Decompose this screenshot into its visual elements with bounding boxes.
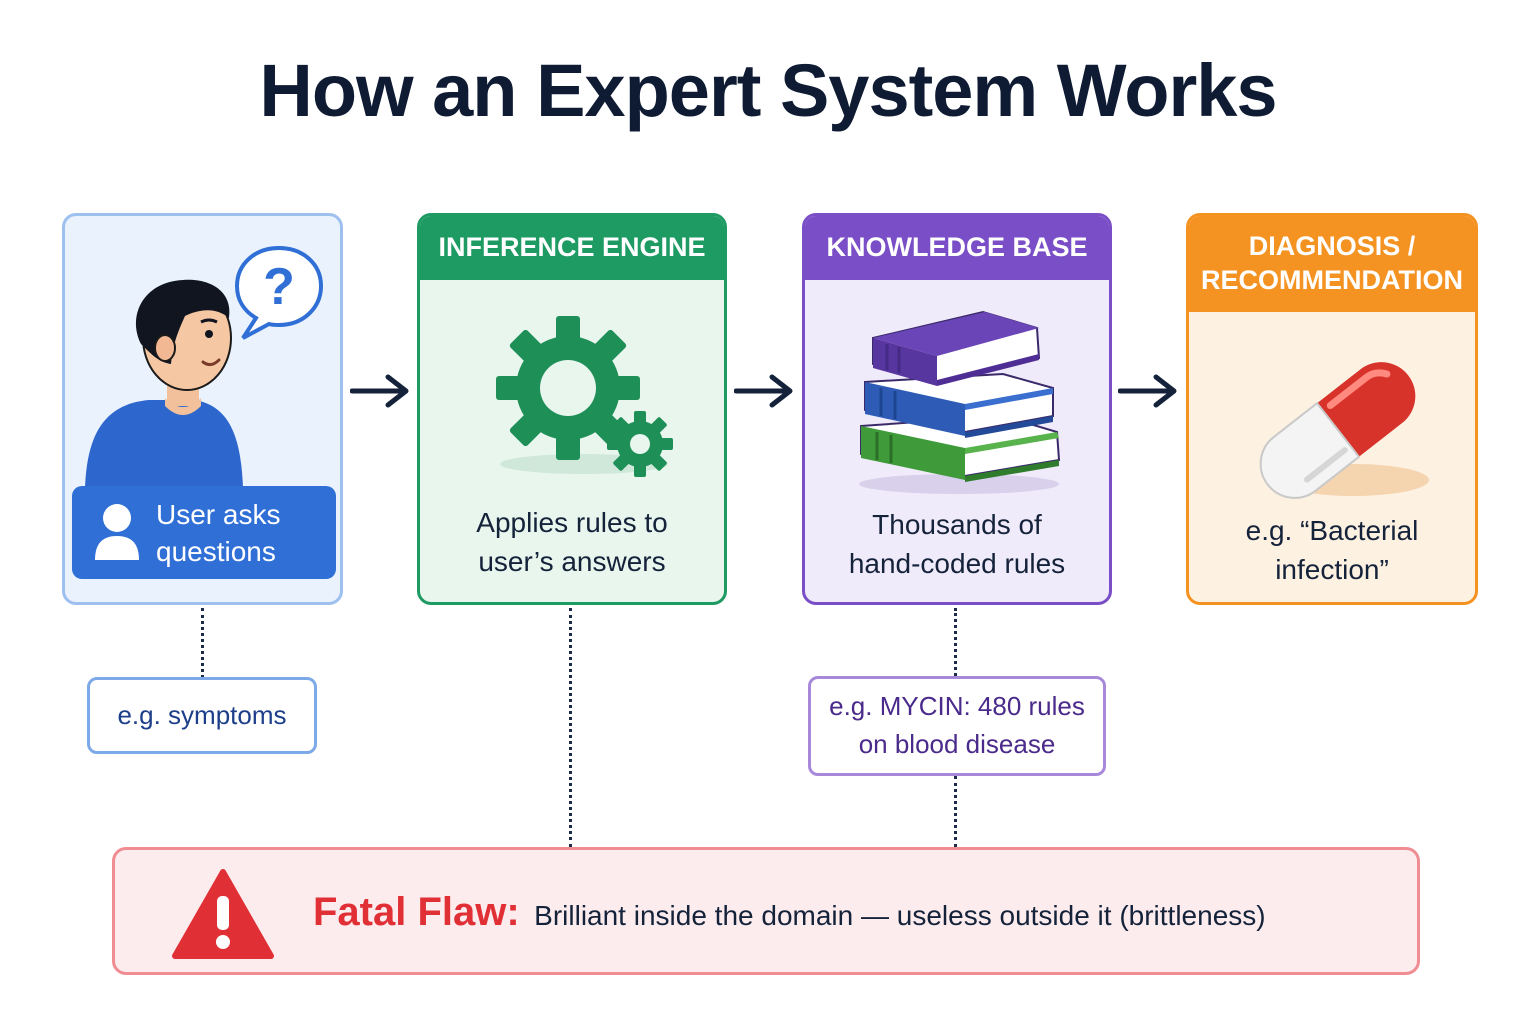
connector-knowledge-note [954,608,957,676]
svg-text:?: ? [263,258,295,316]
diagnosis-header-line-2: RECOMMENDATION [1201,265,1463,295]
knowledge-desc-line-1: Thousands of [872,509,1042,540]
inference-desc-line-1: Applies rules to [476,507,668,538]
user-badge-line-1: User asks [156,499,281,530]
user-card: ? User asks questions [62,213,343,605]
connector-user-note [201,608,204,678]
mycin-note-line-2: on blood disease [858,729,1056,759]
knowledge-base-header: KNOWLEDGE BASE [805,216,1109,280]
inference-desc-line-2: user’s answers [478,545,666,577]
knowledge-desc-line-2: hand-coded rules [848,547,1066,579]
arrow-right-icon [1118,374,1177,408]
connector-inference-flaw [569,608,572,847]
pill-icon [1259,362,1429,499]
arrow-right-icon [734,374,793,408]
mycin-note: e.g. MYCIN: 480 rules on blood disease [808,676,1106,776]
page-title: How an Expert System Works [259,49,1277,132]
inference-engine-card: INFERENCE ENGINE [417,213,727,605]
knowledge-base-card: KNOWLEDGE BASE Thousands of hand-coded r… [802,213,1112,605]
user-icon [95,504,139,560]
diagnosis-desc-line-2: infection” [1275,553,1389,585]
user-asks-badge: User asks questions [72,486,336,579]
books-icon [859,310,1061,494]
mycin-note-line-1: e.g. MYCIN: 480 rules [829,691,1085,722]
arrow-right-icon [350,374,409,408]
person-icon [85,279,243,488]
diagnosis-desc-line-1: e.g. “Bacterial [1245,515,1419,546]
diagnosis-card: DIAGNOSIS / RECOMMENDATION e.g. “Bacteri… [1186,213,1478,605]
warning-icon [172,869,274,959]
fatal-flaw-banner: Fatal Flaw: Brilliant inside the domain … [112,847,1420,975]
question-bubble-icon: ? [234,245,324,340]
user-badge-line-2: questions [156,536,276,567]
diagnosis-header-line-1: DIAGNOSIS / [1248,231,1416,262]
fatal-flaw-text: Brilliant inside the domain — useless ou… [534,900,1266,931]
gear-icon [496,316,673,477]
symptoms-note: e.g. symptoms [87,677,317,754]
connector-note-flaw [954,776,957,847]
diagnosis-header: DIAGNOSIS / RECOMMENDATION [1189,216,1475,312]
fatal-flaw-label: Fatal Flaw: [313,890,520,934]
inference-engine-header: INFERENCE ENGINE [420,216,724,280]
